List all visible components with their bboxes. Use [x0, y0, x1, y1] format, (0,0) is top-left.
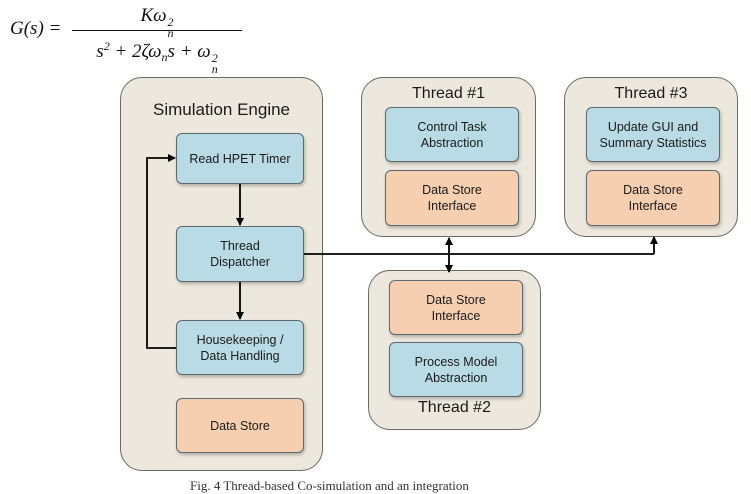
read-hpet-timer-block: Read HPET Timer	[176, 133, 304, 184]
update-gui-block: Update GUI and Summary Statistics	[586, 107, 720, 162]
thread3-data-store-interface-block: Data Store Interface	[586, 170, 720, 226]
arrow-loop-back	[146, 154, 176, 349]
data-store-block: Data Store	[176, 398, 304, 453]
process-model-block: Process Model Abstraction	[389, 342, 523, 397]
thread-dispatcher-block: Thread Dispatcher	[176, 226, 304, 282]
control-task-block: Control Task Abstraction	[385, 107, 519, 162]
thread3-title: Thread #3	[614, 85, 688, 102]
thread1-title: Thread #1	[412, 85, 485, 102]
housekeeping-block: Housekeeping / Data Handling	[176, 320, 304, 375]
fraction-bar	[72, 30, 242, 31]
simulation-engine-title: Simulation Engine	[152, 100, 291, 119]
equation-lhs: G(s) =	[10, 18, 62, 39]
thread1-data-store-interface-block: Data Store Interface	[385, 170, 519, 226]
thread2-title: Thread #2	[418, 399, 491, 416]
thread2-data-store-interface-block: Data Store Interface	[389, 280, 523, 335]
figure-caption: Fig. 4 Thread-based Co-simulation and an…	[190, 478, 469, 493]
